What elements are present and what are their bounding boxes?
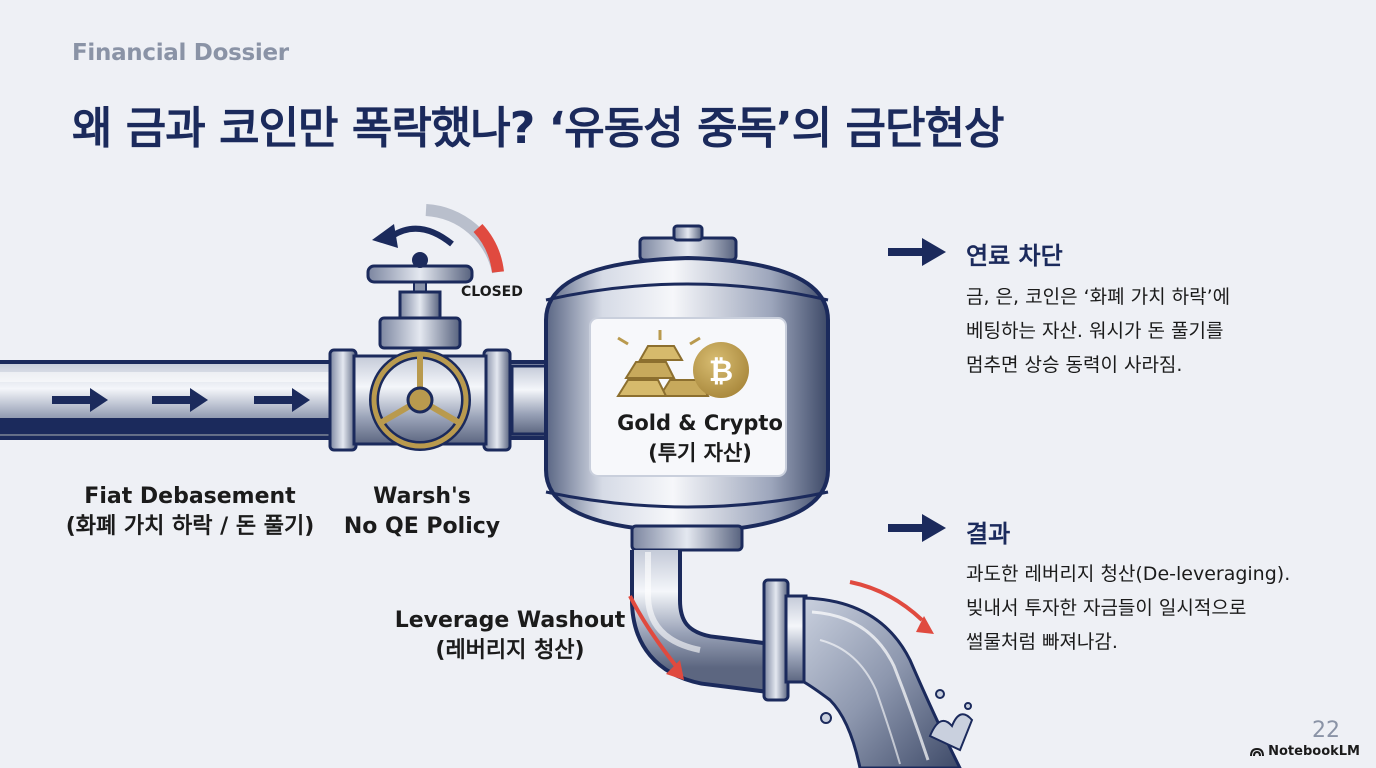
fuel-cut-line: 금, 은, 코인은 ‘화폐 가치 하락’에	[966, 286, 1231, 308]
result-line: 빚내서 투자한 자금들이 일시적으로	[966, 597, 1247, 619]
outflow-caption-line1: Leverage Washout	[394, 608, 626, 633]
brand-logo: NotebookLM	[1250, 744, 1360, 759]
fuel-cut-line: 베팅하는 자산. 워시가 돈 풀기를	[966, 320, 1224, 342]
valve-status: CLOSED	[461, 284, 523, 300]
result-line: 썰물처럼 빠져나감.	[966, 631, 1118, 653]
water-stream	[802, 596, 974, 768]
gold-bars-icon	[616, 330, 710, 397]
fuel-cut-body: 금, 은, 코인은 ‘화폐 가치 하락’에 베팅하는 자산. 워시가 돈 풀기를…	[966, 280, 1230, 382]
bitcoin-icon: ₿	[693, 342, 749, 398]
result-body: 과도한 레버리지 청산(De-leveraging). 빚내서 투자한 자금들이…	[966, 557, 1290, 659]
svg-text:₿: ₿	[709, 354, 733, 389]
outflow-arrowhead-right	[916, 616, 934, 634]
outflow-pipe	[630, 550, 808, 702]
valve-body	[366, 252, 474, 350]
flow-arrow-icon	[52, 388, 310, 412]
valve-caption-line2: No QE Policy	[343, 514, 501, 539]
outflow-arrow-icon	[628, 580, 924, 668]
notebooklm-icon	[1250, 747, 1265, 756]
pipe-caption-line1: Fiat Debasement	[84, 484, 296, 509]
kicker: Financial Dossier	[72, 40, 289, 66]
result-heading: 결과	[966, 520, 1011, 548]
pipe-caption-line2: (화폐 가치 하락 / 돈 풀기)	[65, 514, 315, 539]
fuel-cut-line: 멈추면 상승 동력이 사라짐.	[966, 354, 1183, 376]
tank-label: Gold & Crypto (투기 자산)	[590, 408, 810, 468]
tank-label-line2: (투기 자산)	[648, 441, 752, 465]
fuel-cut-arrow-icon	[888, 238, 946, 266]
outflow-caption: Leverage Washout (레버리지 청산)	[394, 606, 626, 666]
fuel-cut-heading: 연료 차단	[966, 242, 1063, 270]
valve-wheel-icon	[369, 349, 471, 451]
valve-caption-line1: Warsh's	[373, 484, 471, 509]
result-arrow-icon	[888, 514, 946, 542]
result-line: 과도한 레버리지 청산(De-leveraging).	[966, 563, 1291, 585]
valve-caption: Warsh's No QE Policy	[332, 482, 512, 542]
page-number: 22	[1312, 718, 1340, 743]
pipe-caption: Fiat Debasement (화폐 가치 하락 / 돈 풀기)	[50, 482, 330, 542]
page-title: 왜 금과 코인만 폭락했나? ‘유동성 중독’의 금단현상	[72, 103, 1004, 154]
rotate-arrow-icon	[372, 204, 504, 274]
tank-label-line1: Gold & Crypto	[617, 411, 783, 435]
brand-name: NotebookLM	[1268, 744, 1360, 759]
outflow-arrowhead-left	[666, 660, 684, 680]
outflow-caption-line2: (레버리지 청산)	[435, 638, 585, 663]
